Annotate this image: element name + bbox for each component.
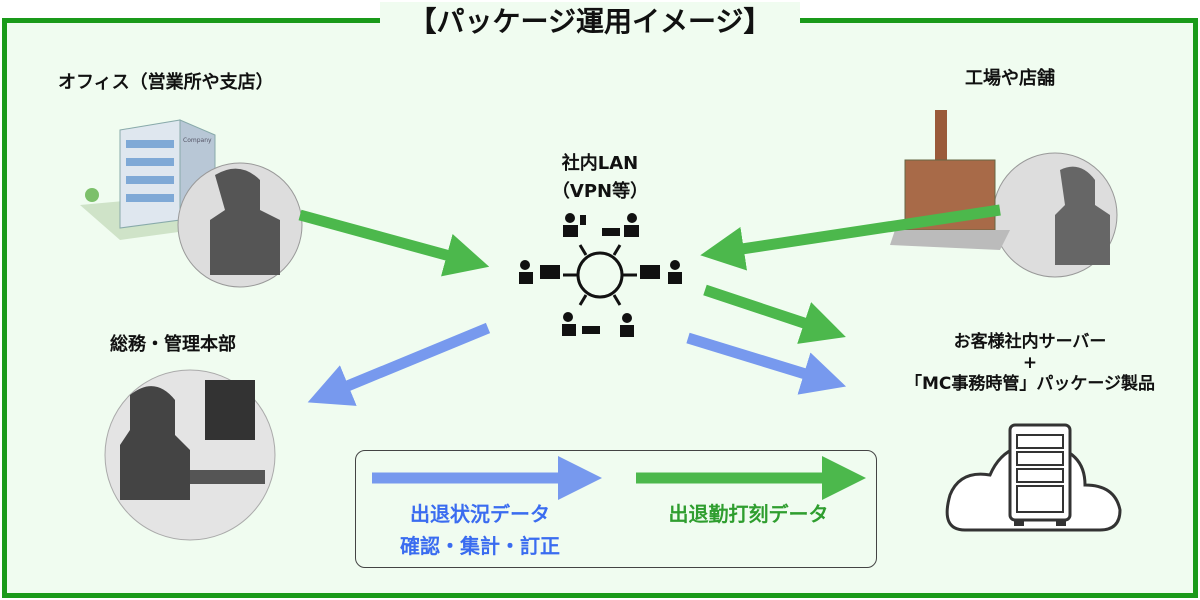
legend-box	[355, 450, 877, 568]
diagram-title: 【パッケージ運用イメージ】	[380, 2, 800, 42]
building-sign: Company	[183, 137, 212, 144]
legend-blue-line1: 出退状況データ	[410, 502, 550, 526]
server-label-line2: 「MC事務時管」パッケージ製品	[904, 374, 1156, 394]
admin-desk-illustration	[120, 380, 265, 500]
admin-label: 総務・管理本部	[110, 334, 236, 355]
factory-label: 工場や店舗	[965, 68, 1055, 89]
factory-worker-figure	[1055, 166, 1110, 265]
lan-label: 社内LAN （VPN等）	[520, 150, 680, 206]
lan-user-icons	[519, 213, 682, 337]
legend-green-text: 出退勤打刻データ	[668, 502, 829, 526]
server-label-plus: +	[1022, 353, 1038, 373]
legend-blue-text: 出退状況データ 確認・集計・訂正	[370, 498, 590, 562]
lan-network-icon	[563, 244, 637, 306]
arrow-lan-to-server-green	[703, 284, 846, 344]
arrow-factory-to-lan	[700, 204, 1001, 271]
server-label-line1: お客様社内サーバー	[953, 332, 1107, 352]
arrow-office-to-lan	[298, 209, 490, 277]
cloud-server-icon	[945, 423, 1122, 532]
arrow-lan-to-server-blue	[686, 332, 847, 395]
office-label: オフィス（営業所や支店）	[58, 72, 274, 93]
lan-label-line1: 社内LAN	[561, 153, 639, 174]
server-label: お客様社内サーバー + 「MC事務時管」パッケージ製品	[860, 328, 1200, 398]
arrow-lan-to-admin	[307, 322, 491, 406]
legend-blue-line2: 確認・集計・訂正	[400, 534, 560, 558]
office-worker-figure	[210, 168, 280, 275]
lan-label-line2: （VPN等）	[551, 181, 649, 202]
